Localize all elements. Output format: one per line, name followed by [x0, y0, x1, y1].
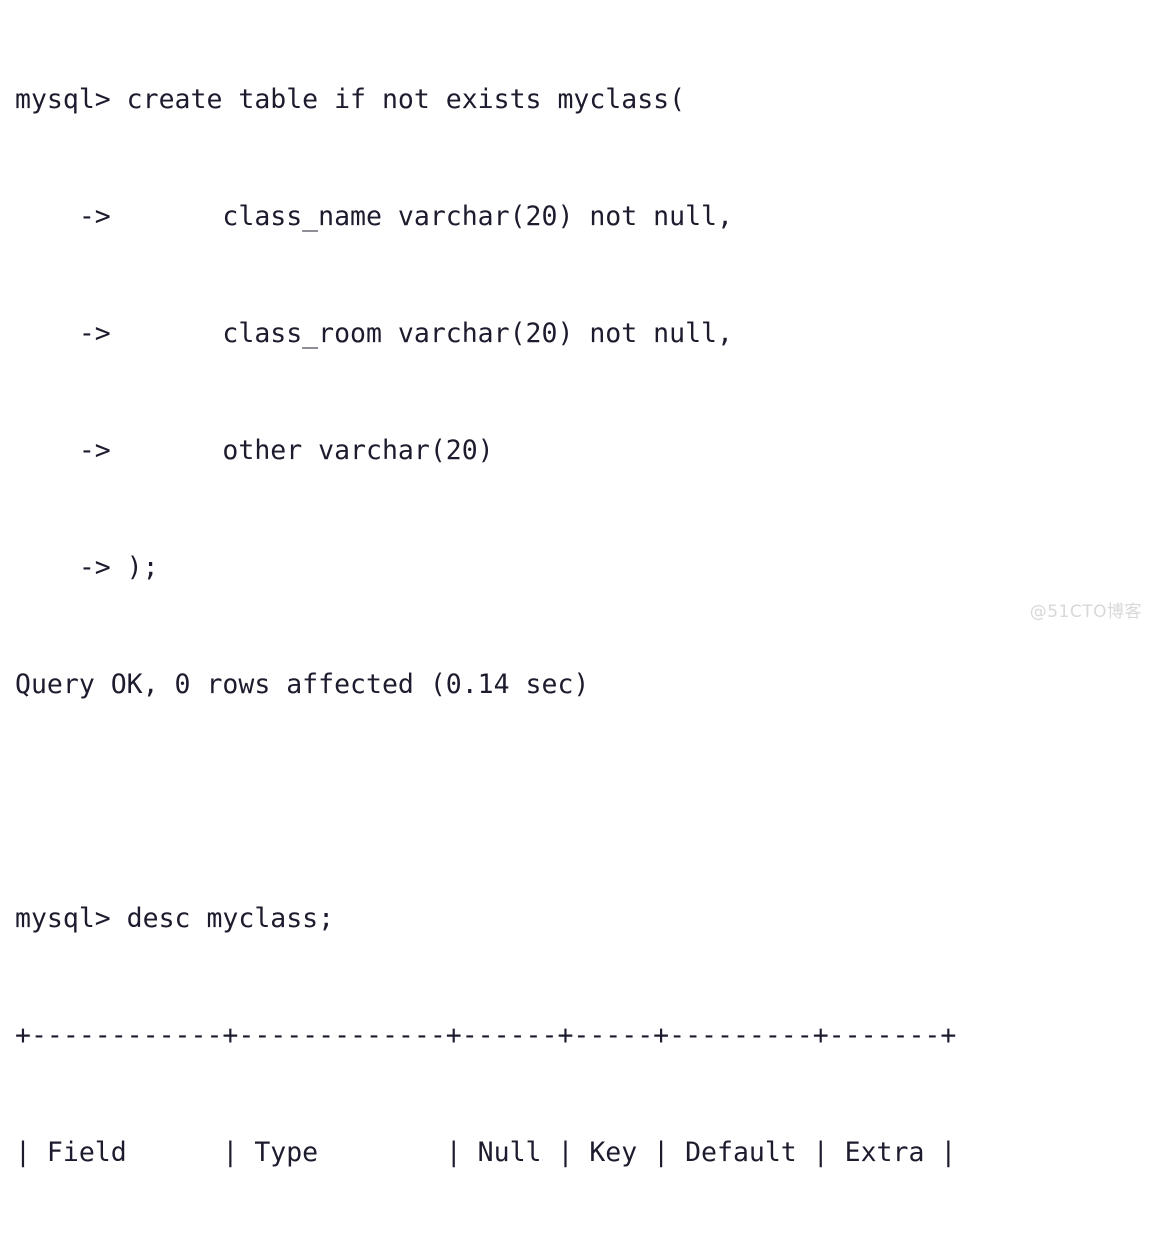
table-separator-header: +------------+-------------+------+-----…: [15, 1250, 956, 1256]
console-output: mysql> create table if not exists myclas…: [15, 2, 956, 1256]
watermark: @51CTO博客: [1029, 602, 1142, 622]
console-line-column-other: -> other varchar(20): [15, 435, 494, 466]
console-line-query-ok: Query OK, 0 rows affected (0.14 sec): [15, 669, 590, 700]
table-header-row: | Field | Type | Null | Key | Default | …: [15, 1137, 957, 1168]
console-line-column-class-name: -> class_name varchar(20) not null,: [15, 201, 733, 232]
terminal-window: mysql> create table if not exists myclas…: [15, 84, 1142, 1256]
console-line-create-statement: mysql> create table if not exists myclas…: [15, 84, 686, 115]
table-separator-top: +------------+-------------+------+-----…: [15, 1020, 957, 1051]
console-line-desc-command: mysql> desc myclass;: [15, 903, 335, 934]
console-line-column-class-room: -> class_room varchar(20) not null,: [15, 318, 733, 349]
console-line-statement-end: -> );: [15, 552, 159, 583]
console-line-blank: [15, 782, 956, 821]
